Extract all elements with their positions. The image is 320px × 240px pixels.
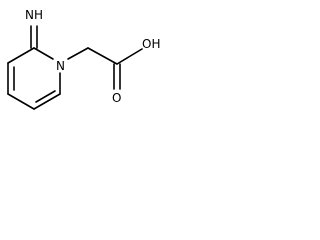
carboxyl-oh-bond: [116, 48, 143, 65]
n-ch2-bond: [67, 47, 89, 60]
imine-nitrogen-label: NH: [25, 8, 43, 22]
ring-bond-c4-c5: [7, 93, 35, 110]
ch2-carboxyl-bond: [87, 47, 118, 65]
ring-nitrogen-label: N: [56, 59, 65, 73]
ring-bond-c5-c6: [33, 93, 61, 110]
ring-bond-n1-c2: [33, 47, 54, 60]
structure-canvas: NH N O OH: [0, 0, 195, 133]
ring-bond-c5-c6-inner: [35, 90, 56, 103]
hydroxyl-group-label: OH: [142, 37, 160, 51]
carbonyl-oxygen-label: O: [112, 91, 121, 105]
ring-bond-c2-c3: [7, 47, 35, 64]
molecule-diagram: NH N O OH: [7, 8, 160, 110]
